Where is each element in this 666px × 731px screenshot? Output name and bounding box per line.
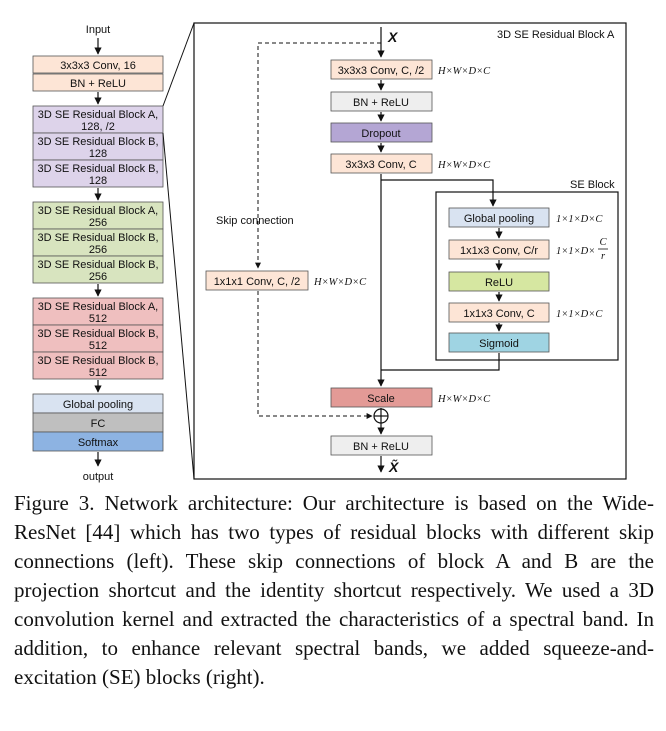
svg-text:3D SE Residual Block B,: 3D SE Residual Block B, xyxy=(37,355,158,367)
svg-text:3D SE Residual Block B,: 3D SE Residual Block B, xyxy=(37,136,158,148)
skip-conv-box: 1x1x1 Conv, C, /2 xyxy=(205,270,309,291)
svg-text:128: 128 xyxy=(89,175,107,187)
svg-text:512: 512 xyxy=(89,367,107,379)
svg-text:1×1×D×: 1×1×D× xyxy=(556,246,595,257)
svg-text:512: 512 xyxy=(89,313,107,325)
se-relu: ReLU xyxy=(448,271,550,292)
svg-text:ReLU: ReLU xyxy=(485,277,513,289)
svg-text:128, /2: 128, /2 xyxy=(81,121,115,133)
scale-dim: H×W×D×C xyxy=(437,394,491,405)
left-block-256-a: 3D SE Residual Block A, 256 xyxy=(32,201,164,230)
main-conv-c-half-dim: H×W×D×C xyxy=(437,66,491,77)
se-to-scale-line xyxy=(381,353,500,371)
se-block-title: SE Block xyxy=(570,179,615,191)
skip-conv-dim: H×W×D×C xyxy=(313,277,367,288)
left-block-conv16: 3x3x3 Conv, 16 xyxy=(32,55,164,74)
sum-node xyxy=(373,408,389,424)
main-conv-c-half: 3x3x3 Conv, C, /2 xyxy=(330,59,433,80)
architecture-diagram: Input 3x3x3 Conv, 16 BN + ReLU 3D SE Res… xyxy=(32,22,627,483)
svg-text:C: C xyxy=(599,237,607,248)
svg-text:FC: FC xyxy=(91,418,106,430)
scale-box: Scale xyxy=(330,387,433,408)
left-block-256-b2: 3D SE Residual Block B, 256 xyxy=(32,255,164,284)
svg-text:Softmax: Softmax xyxy=(78,437,119,449)
left-block-softmax: Softmax xyxy=(32,431,164,452)
left-block-512-b1: 3D SE Residual Block B, 512 xyxy=(32,324,164,353)
left-block-128-b2: 3D SE Residual Block B, 128 xyxy=(32,159,164,188)
svg-text:Dropout: Dropout xyxy=(361,128,400,140)
left-network-column: Input 3x3x3 Conv, 16 BN + ReLU 3D SE Res… xyxy=(32,24,164,483)
right-panel-title: 3D SE Residual Block A xyxy=(497,29,615,41)
main-dropout: Dropout xyxy=(330,122,433,143)
zoom-line-top xyxy=(162,22,195,107)
output-symbol: X̃ xyxy=(388,458,400,475)
svg-text:3D SE Residual Block B,: 3D SE Residual Block B, xyxy=(37,232,158,244)
figure-caption: Figure 3. Network architecture: Our arch… xyxy=(14,491,654,689)
svg-text:3D SE Residual Block A,: 3D SE Residual Block A, xyxy=(38,109,158,121)
left-block-bn-relu: BN + ReLU xyxy=(32,73,164,92)
left-block-128-a: 3D SE Residual Block A, 128, /2 xyxy=(32,105,164,134)
se-block: SE Block Global pooling 1×1×D×C 1x1x3 Co… xyxy=(435,179,619,361)
svg-text:BN + ReLU: BN + ReLU xyxy=(353,441,409,453)
se-sigmoid: Sigmoid xyxy=(448,332,550,353)
left-block-global-pooling: Global pooling xyxy=(32,393,164,414)
svg-text:1x1x3 Conv, C: 1x1x3 Conv, C xyxy=(463,308,534,320)
left-block-512-a: 3D SE Residual Block A, 512 xyxy=(32,297,164,326)
svg-text:Global pooling: Global pooling xyxy=(63,399,133,411)
se-global-pooling-dim: 1×1×D×C xyxy=(556,214,603,225)
skip-path-down xyxy=(255,42,381,269)
svg-text:256: 256 xyxy=(89,271,107,283)
svg-text:256: 256 xyxy=(89,217,107,229)
right-panel-block-a: 3D SE Residual Block A X Skip connection… xyxy=(193,22,627,480)
main-conv-c-dim: H×W×D×C xyxy=(437,160,491,171)
svg-text:3x3x3 Conv, 16: 3x3x3 Conv, 16 xyxy=(60,60,136,72)
svg-text:3D SE Residual Block A,: 3D SE Residual Block A, xyxy=(38,301,158,313)
main-conv-c: 3x3x3 Conv, C xyxy=(330,153,433,174)
svg-text:256: 256 xyxy=(89,244,107,256)
svg-text:3D SE Residual Block B,: 3D SE Residual Block B, xyxy=(37,328,158,340)
svg-text:Global pooling: Global pooling xyxy=(464,213,534,225)
svg-text:Sigmoid: Sigmoid xyxy=(479,338,519,350)
left-block-128-b1: 3D SE Residual Block B, 128 xyxy=(32,132,164,161)
svg-text:BN + ReLU: BN + ReLU xyxy=(353,97,409,109)
svg-text:3D SE Residual Block B,: 3D SE Residual Block B, xyxy=(37,259,158,271)
input-symbol: X xyxy=(387,29,399,45)
branch-to-se-line xyxy=(381,179,497,207)
svg-text:3x3x3 Conv, C: 3x3x3 Conv, C xyxy=(345,159,416,171)
svg-text:Scale: Scale xyxy=(367,393,395,405)
main-bn-relu: BN + ReLU xyxy=(330,91,433,112)
left-block-512-b2: 3D SE Residual Block B, 512 xyxy=(32,351,164,380)
left-block-fc: FC xyxy=(32,412,164,433)
skip-connection-label: Skip connection xyxy=(216,215,294,227)
svg-text:3x3x3 Conv, C, /2: 3x3x3 Conv, C, /2 xyxy=(338,65,425,77)
left-block-256-b1: 3D SE Residual Block B, 256 xyxy=(32,228,164,257)
svg-text:BN + ReLU: BN + ReLU xyxy=(70,78,126,90)
se-conv-c-dim: 1×1×D×C xyxy=(556,309,603,320)
final-bn-relu: BN + ReLU xyxy=(330,435,433,456)
se-conv-c-r: 1x1x3 Conv, C/r xyxy=(448,239,550,260)
output-label: output xyxy=(83,471,114,483)
se-block-frame xyxy=(435,191,619,361)
svg-text:r: r xyxy=(601,251,606,262)
svg-text:3D SE Residual Block B,: 3D SE Residual Block B, xyxy=(37,163,158,175)
svg-text:1x1x1 Conv, C, /2: 1x1x1 Conv, C, /2 xyxy=(214,276,301,288)
se-conv-c: 1x1x3 Conv, C xyxy=(448,302,550,323)
input-label: Input xyxy=(86,24,110,36)
svg-text:3D SE Residual Block A,: 3D SE Residual Block A, xyxy=(38,205,158,217)
right-panel-frame xyxy=(193,22,627,480)
se-conv-c-r-dim: 1×1×D× C r xyxy=(556,237,608,262)
se-global-pooling: Global pooling xyxy=(448,207,550,228)
svg-text:1x1x3 Conv, C/r: 1x1x3 Conv, C/r xyxy=(460,245,538,257)
zoom-line-bottom xyxy=(162,132,195,480)
svg-text:128: 128 xyxy=(89,148,107,160)
svg-text:512: 512 xyxy=(89,340,107,352)
